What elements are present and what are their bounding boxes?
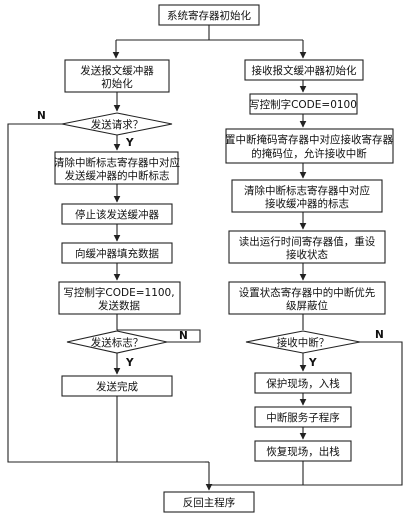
no-label: N [37,110,46,122]
connector [117,329,201,343]
left-write-code-box [58,281,181,315]
yes-label-interrupt: Y [308,357,317,369]
right-read-timer-line2: 接收状态 [286,248,328,261]
right-protect-text: 保护现场，入栈 [266,377,340,390]
right-mask-box [225,128,394,164]
left-clear-flag-line1: 清除中断标志寄存器中对应 [54,156,180,169]
right-mask-line2: 的掩码位，允许接收中断 [251,147,367,160]
left-stop-text: 停止该发送缓冲器 [75,208,159,221]
right-priority-box [228,281,386,315]
end-box [163,491,255,513]
right-priority-line2: 级屏蔽位 [286,299,328,312]
no-label-interrupt: N [375,329,384,341]
right-clear-flag-box [231,179,383,213]
left-init-line2: 初始化 [101,77,133,90]
right-init-box [244,59,364,81]
left-clear-flag-box [54,151,179,185]
connector [7,123,205,463]
right-clear-flag-line1: 清除中断标志寄存器中对应 [244,184,370,197]
right-clear-flag-line2: 接收缓冲器的标志 [265,197,349,210]
left-done-text: 发送完成 [96,380,138,393]
start-text: 系统寄存器初始化 [167,9,251,22]
no-label-flag: N [179,330,188,342]
left-clear-flag-line2: 发送缓冲器的中断标志 [65,169,170,182]
right-restore-text: 恢复现场，出栈 [266,445,340,458]
decision-receive-interrupt-text: 接收中断？ [277,336,330,349]
right-mask-line1: 置中断掩码寄存器中对应接收寄存器 [225,133,393,146]
left-fill-text: 向缓冲器填充数据 [75,247,159,260]
left-write-code-line2: 发送数据 [98,299,140,312]
right-init-text: 接收报文缓冲器初始化 [252,64,357,77]
end-text: 反回主程序 [183,496,236,509]
right-priority-line1: 设置状态寄存器中的中断优先 [239,286,376,299]
decision-send-request-text: 发送请求？ [91,118,144,131]
yes-label: Y [125,137,134,149]
left-init-line1: 发送报文缓冲器 [80,64,154,77]
right-service-text: 中断服务子程序 [266,411,340,424]
connector [303,341,403,486]
left-write-code-line1: 写控制字CODE=1100, [63,286,174,299]
right-write-code-text: 写控制字CODE=0100 [249,98,357,111]
right-read-timer-line1: 读出运行时间寄存器值，重设 [239,235,376,248]
decision-send-flag-text: 发送标志？ [91,336,144,349]
right-read-timer-box [228,230,386,264]
yes-label-flag: Y [125,357,134,369]
